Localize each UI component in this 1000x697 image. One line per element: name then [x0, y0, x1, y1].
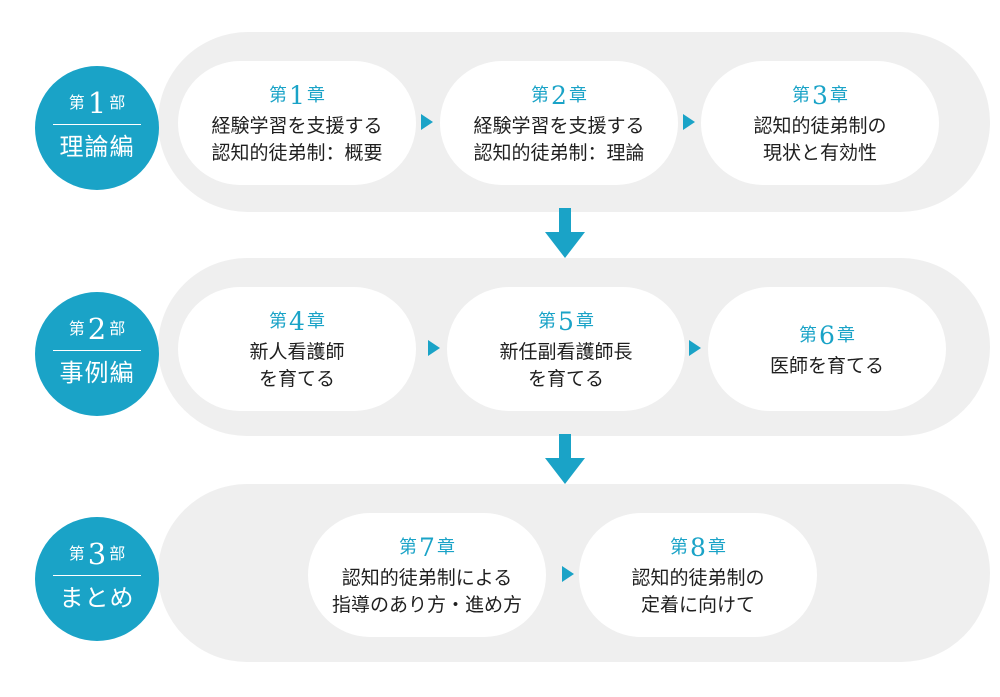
part2-badge: 第 2 部 事例編 [35, 292, 159, 416]
part1-prefix: 第 [68, 93, 85, 112]
chapter1-heading: 第 1 章 [267, 79, 327, 109]
chapter5-heading: 第 5 章 [536, 305, 596, 335]
chapter8-prefix: 第 [670, 537, 689, 558]
chapter3-heading: 第 3 章 [790, 79, 850, 109]
chapter1-prefix: 第 [269, 85, 288, 106]
part2-number: 2 [87, 312, 107, 346]
chapter6-heading: 第 6 章 [797, 319, 857, 349]
chapter4-number: 4 [289, 307, 305, 336]
chapter3-prefix: 第 [792, 85, 811, 106]
chapter3-number: 3 [812, 81, 828, 110]
chapter1-to-2-arrow-icon [421, 114, 433, 130]
chapter2-number: 2 [551, 81, 567, 110]
chapter5-suffix: 章 [575, 311, 594, 332]
chapter3-title-line2: 現状と有効性 [762, 142, 877, 164]
chapter2-title-line1: 経験学習を支援する [473, 115, 645, 137]
chapter1-number: 1 [289, 81, 305, 110]
part3-heading: 第 3 部 [35, 533, 159, 569]
part3-name: まとめ [59, 584, 135, 612]
chapter5-prefix: 第 [538, 311, 557, 332]
part2-divider [53, 350, 141, 351]
chapter8-card: 第 8 章 認知的徒弟制の 定着に向けて [579, 513, 817, 637]
chapter2-title-line2: 認知的徒弟制：理論 [473, 142, 645, 164]
chapter5-card: 第 5 章 新任副看護師長 を育てる [447, 287, 685, 411]
part1-heading: 第 1 部 [35, 82, 159, 118]
part1-suffix: 部 [109, 93, 126, 112]
chapter8-suffix: 章 [707, 537, 726, 558]
chapter4-to-5-arrow-icon [428, 340, 440, 356]
part1-name: 理論編 [59, 133, 135, 161]
chapter7-title-line1: 認知的徒弟制による [341, 567, 513, 589]
chapter2-heading: 第 2 章 [529, 79, 589, 109]
part3-band [158, 484, 990, 662]
chapter2-prefix: 第 [531, 85, 550, 106]
chapter7-heading: 第 7 章 [397, 531, 457, 561]
chapter8-number: 8 [690, 533, 706, 562]
chapter8-title-line1: 認知的徒弟制の [631, 567, 765, 589]
part3-suffix: 部 [109, 544, 126, 563]
chapter7-prefix: 第 [399, 537, 418, 558]
chapter5-number: 5 [558, 307, 574, 336]
chapter1-suffix: 章 [306, 85, 325, 106]
chapter3-title-line1: 認知的徒弟制の [753, 115, 887, 137]
chapter2-to-3-arrow-icon [683, 114, 695, 130]
part2-heading: 第 2 部 [35, 308, 159, 344]
chapter3-card: 第 3 章 認知的徒弟制の 現状と有効性 [701, 61, 939, 185]
chapter6-suffix: 章 [836, 324, 855, 346]
chapter6-card: 第 6 章 医師を育てる [708, 287, 946, 411]
chapter1-card: 第 1 章 経験学習を支援する 認知的徒弟制：概要 [178, 61, 416, 185]
chapter4-title-line1: 新人看護師 [249, 341, 345, 363]
part1-number: 1 [87, 86, 107, 120]
chapter1-title-line2: 認知的徒弟制：概要 [211, 142, 383, 164]
chapter6-title-line1: 医師を育てる [769, 354, 884, 377]
chapter6-number: 6 [819, 320, 835, 350]
chapter8-heading: 第 8 章 [668, 531, 728, 561]
chapter5-title-line1: 新任副看護師長 [499, 341, 633, 363]
chapter2-suffix: 章 [568, 85, 587, 106]
chapter8-title-line2: 定着に向けて [640, 594, 755, 616]
chapter4-suffix: 章 [306, 311, 325, 332]
part3-prefix: 第 [68, 544, 85, 563]
part1-to-2-down-arrow-icon [545, 208, 585, 258]
part2-prefix: 第 [68, 319, 85, 338]
chapter7-title-line2: 指導のあり方・進め方 [331, 594, 522, 616]
chapter7-to-8-arrow-icon [562, 566, 574, 582]
chapter7-suffix: 章 [436, 537, 455, 558]
part3-divider [53, 575, 141, 576]
part1-divider [53, 124, 141, 125]
chapter4-card: 第 4 章 新人看護師 を育てる [178, 287, 416, 411]
chapter7-number: 7 [419, 533, 435, 562]
chapter4-title-line2: を育てる [258, 368, 335, 390]
part2-to-3-down-arrow-icon [545, 434, 585, 484]
part2-name: 事例編 [59, 359, 135, 387]
chapter7-card: 第 7 章 認知的徒弟制による 指導のあり方・進め方 [308, 513, 546, 637]
chapter6-prefix: 第 [799, 324, 818, 346]
part2-suffix: 部 [109, 319, 126, 338]
chapter5-to-6-arrow-icon [689, 340, 701, 356]
part1-badge: 第 1 部 理論編 [35, 66, 159, 190]
part3-badge: 第 3 部 まとめ [35, 517, 159, 641]
part3-number: 3 [87, 537, 107, 571]
chapter3-suffix: 章 [829, 85, 848, 106]
chapter2-card: 第 2 章 経験学習を支援する 認知的徒弟制：理論 [440, 61, 678, 185]
chapter5-title-line2: を育てる [527, 368, 604, 390]
chapter4-prefix: 第 [269, 311, 288, 332]
chapter1-title-line1: 経験学習を支援する [211, 115, 383, 137]
chapter4-heading: 第 4 章 [267, 305, 327, 335]
